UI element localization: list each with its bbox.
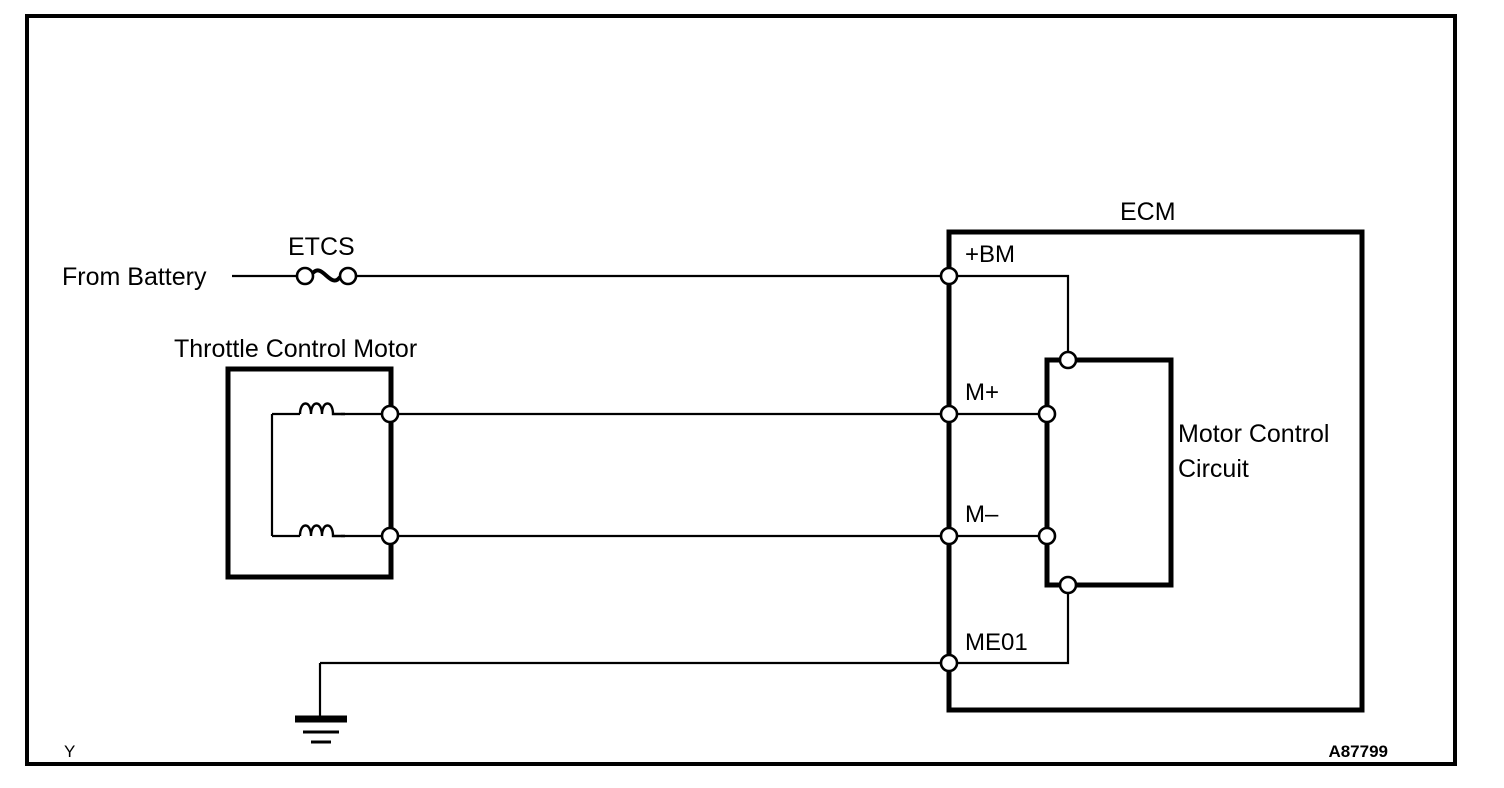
ecm-module [939,229,1365,713]
ecm-terminal-m-minus [939,526,959,546]
ground-branch [295,661,949,744]
circuit-node-left-upper [1037,404,1057,424]
motor-control-circuit-box [1044,357,1174,588]
fuse-terminal-right-icon [338,266,358,286]
ecm-label: ECM [1120,198,1176,226]
ecm-terminal-me01 [939,653,959,673]
upper-coil-winding-icon [298,402,345,416]
motor-terminal-m-plus [380,404,400,424]
motor-upper-coil [272,402,390,416]
motor-control-circuit-label-line1: Motor Control [1178,420,1329,448]
ecm-terminal-label-bm: +BM [965,241,1015,268]
ecm-terminal-bm [939,266,959,286]
fuse-element-icon [311,268,342,283]
etcs-fuse-label: ETCS [288,233,355,261]
circuit-node-top [1058,350,1078,370]
circuit-node-left-lower [1037,526,1057,546]
ecm-terminal-label-m-minus: M– [965,501,999,528]
battery-supply-branch [232,266,949,286]
figure-code-label: A87799 [1328,742,1388,761]
corner-mark-label: Y [64,742,75,761]
motor-lower-coil [272,524,390,538]
lower-coil-winding-icon [298,524,345,538]
motor-housing-box [225,366,394,580]
ecm-internal-wire-bm [957,274,1070,352]
circuit-node-bottom [1058,575,1078,595]
ecm-internal-wire-me01 [957,593,1070,665]
motor-control-circuit-label-line2: Circuit [1178,455,1249,483]
throttle-control-motor-component [225,366,400,580]
motor-terminal-m-minus [380,526,400,546]
fuse-terminal-left-icon [295,266,315,286]
ecm-terminal-label-m-plus: M+ [965,379,999,406]
ecm-terminal-label-me01: ME01 [965,629,1028,656]
throttle-control-motor-label: Throttle Control Motor [174,335,417,363]
from-battery-label: From Battery [62,263,207,291]
ecm-terminal-m-plus [939,404,959,424]
diagram-frame [25,14,1457,766]
ecm-box [946,229,1365,713]
